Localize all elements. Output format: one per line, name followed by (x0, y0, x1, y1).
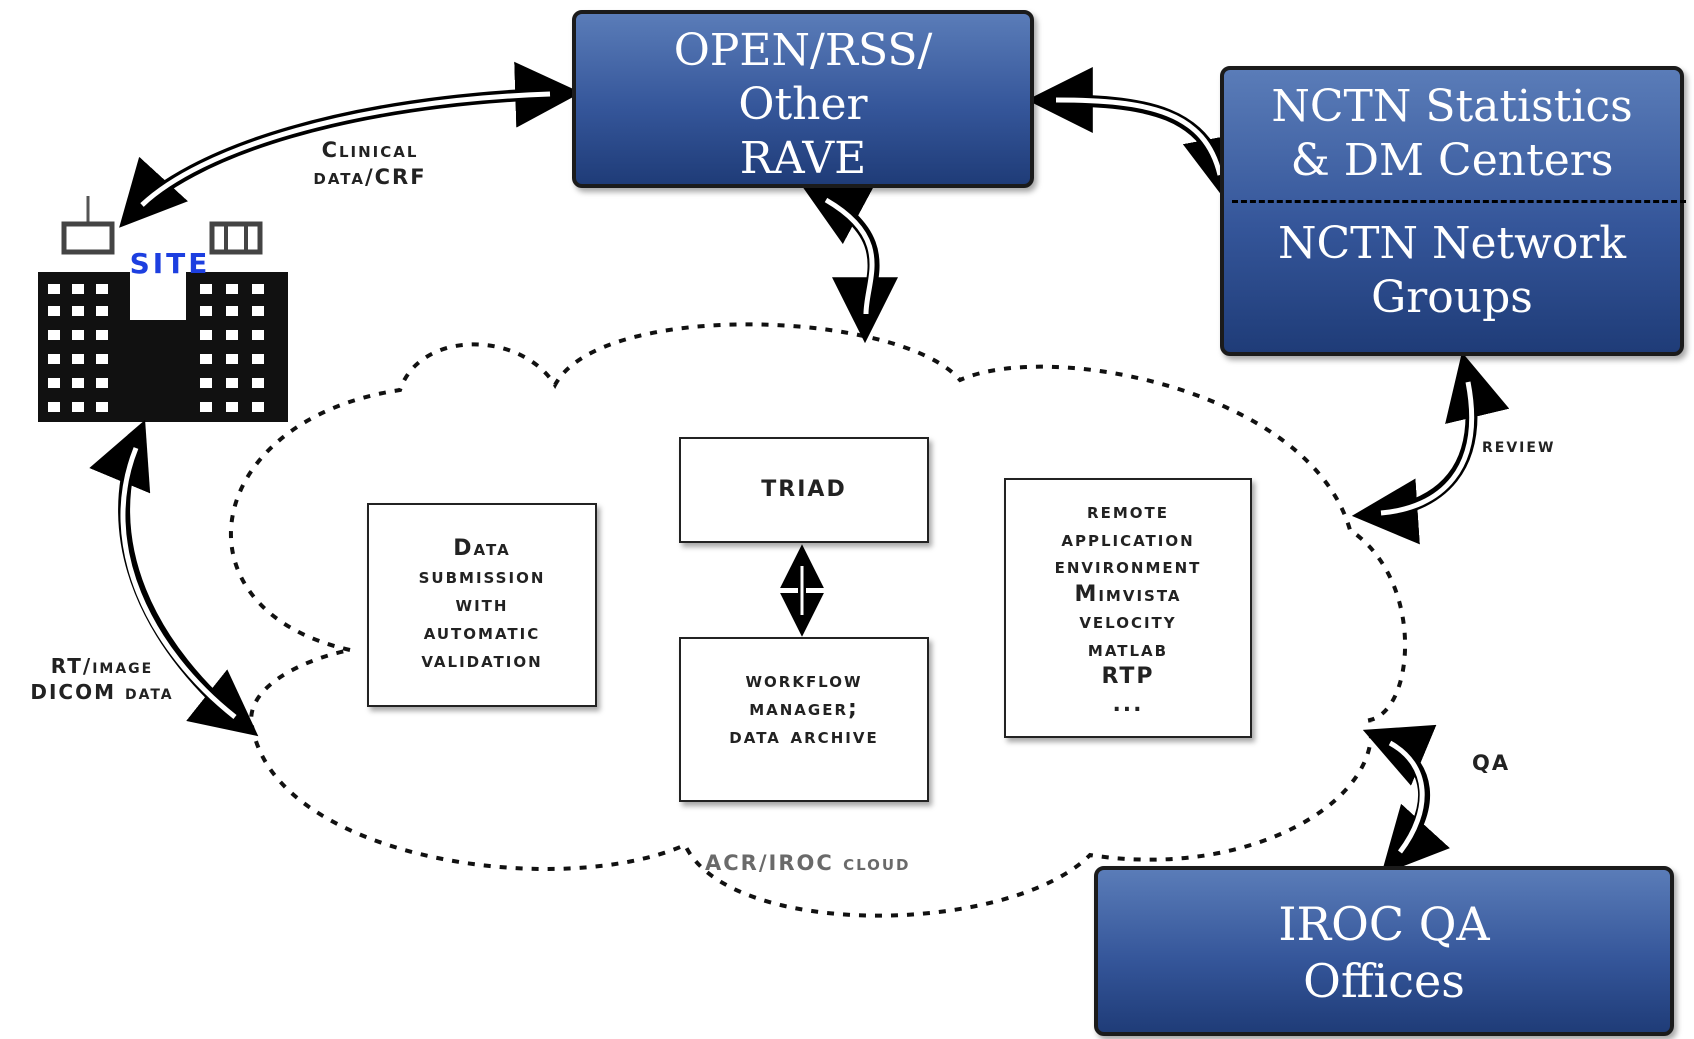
triad-box: TRIAD (679, 437, 929, 543)
remote-line-4: Mimvista (1074, 581, 1182, 607)
clinical-data-line-1: Clinical (321, 138, 419, 162)
rt-image-line-2: DICOM data (30, 680, 174, 704)
open-rss-line-1: OPEN/RSS/ (673, 25, 933, 76)
iroc-qa-box: IROC QA Offices (1094, 866, 1674, 1036)
rt-image-label: RT/image DICOM data (4, 653, 200, 705)
data-submission-line-4: automatic (423, 619, 541, 645)
qa-label: QA (1472, 751, 1511, 775)
review-label: review (1482, 433, 1556, 457)
iroc-qa-line-2: Offices (1303, 954, 1465, 1008)
cloud-label: ACR/IROC cloud (705, 851, 911, 875)
remote-line-2: application (1061, 526, 1195, 552)
open-rss-line-2: Other (738, 79, 868, 130)
arrow-rt-image (89, 419, 259, 737)
remote-line-6: matlab (1087, 636, 1169, 662)
remote-line-3: environment (1054, 554, 1202, 579)
nctn-network-line-2: Groups (1371, 272, 1533, 323)
nctn-statistics-line-2: & DM Centers (1290, 135, 1614, 186)
workflow-line-2: manager; (749, 695, 859, 721)
arrow-qa (1362, 724, 1450, 875)
nctn-network-line-1: NCTN Network (1277, 218, 1627, 269)
open-rss-rave-box: OPEN/RSS/ Other RAVE (572, 10, 1034, 188)
arrow-clinical-data (119, 61, 582, 228)
rt-image-line-1: RT/image (50, 654, 154, 678)
data-submission-line-1: Data (453, 536, 511, 562)
nctn-statistics-section: NCTN Statistics & DM Centers (1224, 70, 1680, 200)
arrow-open-to-nctn (1026, 67, 1248, 203)
cloud-outline (228, 322, 1408, 918)
nctn-divider (1232, 200, 1686, 203)
workflow-line-1: workflow (745, 668, 863, 693)
remote-line-8: ... (1112, 691, 1144, 717)
site-building-icon (38, 196, 288, 422)
open-rss-line-3: RAVE (739, 133, 867, 184)
arrow-open-to-cloud (800, 183, 899, 344)
nctn-network-section: NCTN Network Groups (1224, 203, 1680, 325)
data-submission-line-2: submission (418, 564, 546, 590)
clinical-data-label: Clinical data/CRF (280, 137, 460, 192)
arrow-review (1351, 352, 1510, 545)
workflow-line-3: data archive (729, 723, 879, 749)
data-submission-line-5: validation (421, 647, 543, 673)
triad-label: TRIAD (761, 477, 847, 503)
remote-line-5: velocity (1079, 609, 1177, 634)
data-submission-box: Data submission with automatic validatio… (367, 503, 597, 707)
nctn-box: NCTN Statistics & DM Centers NCTN Networ… (1220, 66, 1686, 356)
iroc-qa-line-1: IROC QA (1278, 897, 1490, 951)
remote-application-box: remote application environment Mimvista … (1004, 478, 1252, 738)
remote-line-7: RTP (1101, 664, 1155, 689)
clinical-data-line-2: data/CRF (313, 165, 427, 190)
remote-line-1: remote (1087, 499, 1169, 524)
workflow-manager-box: workflow manager; data archive (679, 637, 929, 802)
site-label: SITE (129, 247, 211, 280)
data-submission-line-3: with (455, 592, 509, 618)
nctn-statistics-line-1: NCTN Statistics (1271, 81, 1633, 132)
